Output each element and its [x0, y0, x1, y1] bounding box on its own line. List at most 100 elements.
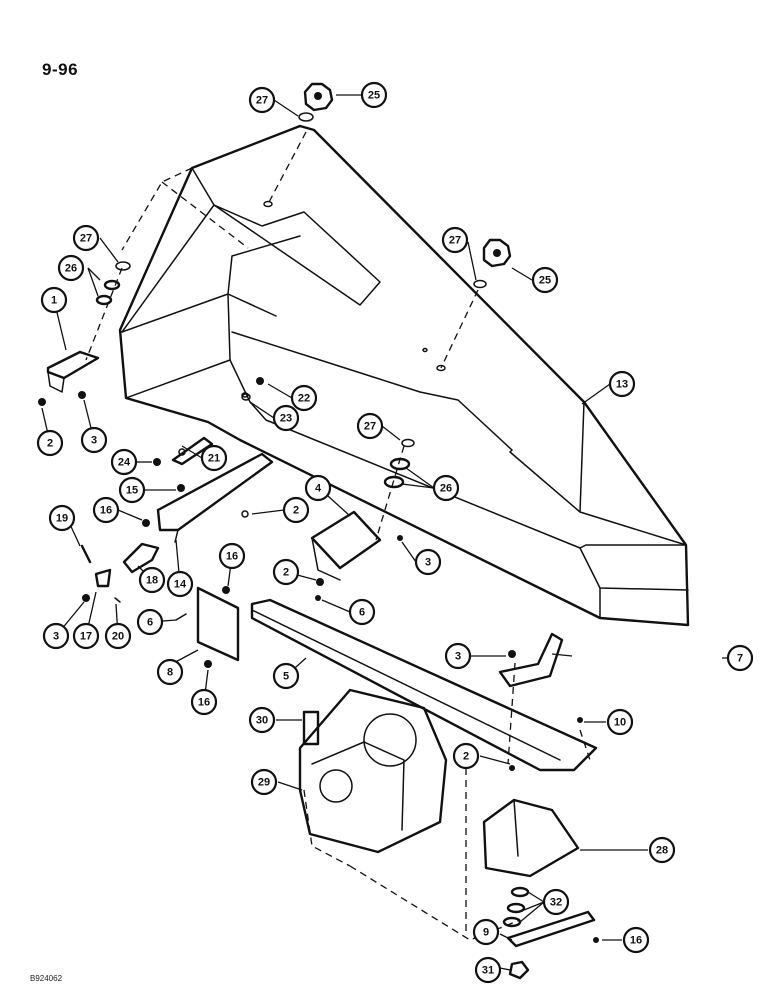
- callout-label: 2: [293, 505, 299, 517]
- callout-17: 17: [72, 622, 100, 650]
- callout-32: 32: [542, 888, 570, 916]
- callout-circle: [80, 426, 108, 454]
- callout-28: 28: [648, 836, 676, 864]
- callout-label: 4: [315, 483, 322, 495]
- callout-27: 27: [72, 224, 100, 252]
- callout-circle: [72, 622, 100, 650]
- callout-label: 28: [656, 845, 668, 857]
- page-number: 9-96: [42, 60, 79, 79]
- callout-20: 20: [104, 622, 132, 650]
- callout-label: 22: [298, 393, 310, 405]
- callout-label: 16: [100, 505, 112, 517]
- callout-label: 14: [174, 579, 187, 591]
- callout-circle: [348, 598, 376, 626]
- callout-label: 2: [47, 438, 53, 450]
- callout-circle: [648, 836, 676, 864]
- callout-label: 27: [80, 233, 92, 245]
- callout-25: 25: [360, 81, 388, 109]
- callout-label: 3: [425, 557, 431, 569]
- callout-circle: [190, 688, 218, 716]
- callout-circle: [118, 476, 146, 504]
- callout-3: 3: [42, 622, 70, 650]
- callout-circle: [272, 404, 300, 432]
- callout-label: 24: [118, 457, 131, 469]
- callout-label: 3: [53, 631, 59, 643]
- callout-label: 27: [256, 95, 268, 107]
- callout-label: 17: [80, 631, 92, 643]
- callout-label: 16: [226, 551, 238, 563]
- callout-label: 27: [364, 421, 376, 433]
- callout-label: 26: [65, 263, 77, 275]
- callout-3: 3: [414, 548, 442, 576]
- callout-circle: [248, 86, 276, 114]
- callout-25: 25: [531, 266, 559, 294]
- callout-label: 26: [440, 483, 452, 495]
- callout-2: 2: [272, 558, 300, 586]
- callout-label: 10: [614, 717, 626, 729]
- callout-circle: [282, 496, 310, 524]
- callout-30: 30: [248, 706, 276, 734]
- hardware-parts: [38, 82, 599, 980]
- callout-label: 20: [112, 631, 124, 643]
- callout-label: 16: [198, 697, 210, 709]
- callout-circle: [42, 622, 70, 650]
- callout-27: 27: [356, 412, 384, 440]
- callout-circle: [474, 956, 502, 984]
- callout-label: 6: [147, 617, 153, 629]
- callout-label: 21: [208, 453, 220, 465]
- callout-9: 9: [472, 918, 500, 946]
- callout-22: 22: [290, 384, 318, 412]
- callout-label: 1: [51, 295, 57, 307]
- callout-circle: [250, 768, 278, 796]
- callout-circle: [608, 370, 636, 398]
- callout-24: 24: [110, 448, 138, 476]
- leader-lines: [41, 94, 740, 971]
- callout-26: 26: [57, 254, 85, 282]
- callout-circle: [72, 224, 100, 252]
- callout-circle: [57, 254, 85, 282]
- callout-circle: [542, 888, 570, 916]
- callout-label: 19: [56, 513, 68, 525]
- callout-15: 15: [118, 476, 146, 504]
- callout-label: 6: [359, 607, 365, 619]
- callout-label: 27: [449, 235, 461, 247]
- callout-18: 18: [138, 566, 166, 594]
- callout-circle: [166, 570, 194, 598]
- callout-circle: [304, 474, 332, 502]
- callout-circle: [622, 926, 650, 954]
- callout-circle: [414, 548, 442, 576]
- callout-6: 6: [136, 608, 164, 636]
- callout-circle: [200, 444, 228, 472]
- callout-16: 16: [622, 926, 650, 954]
- callout-3: 3: [444, 642, 472, 670]
- callout-8: 8: [156, 658, 184, 686]
- callout-2: 2: [282, 496, 310, 524]
- callout-29: 29: [250, 768, 278, 796]
- callout-label: 2: [463, 751, 469, 763]
- callout-label: 3: [455, 651, 461, 663]
- hidden-lines: [85, 131, 591, 941]
- callout-14: 14: [166, 570, 194, 598]
- callout-label: 5: [283, 671, 289, 683]
- callout-5: 5: [272, 662, 300, 690]
- callout-label: 25: [368, 90, 380, 102]
- callout-27: 27: [441, 226, 469, 254]
- callout-6: 6: [348, 598, 376, 626]
- callout-circle: [48, 504, 76, 532]
- callout-21: 21: [200, 444, 228, 472]
- callout-label: 30: [256, 715, 268, 727]
- callout-label: 31: [482, 965, 494, 977]
- callout-label: 7: [737, 653, 743, 665]
- figure-code: B924062: [30, 974, 63, 983]
- callout-label: 29: [258, 777, 270, 789]
- callout-circle: [248, 706, 276, 734]
- callout-circle: [606, 708, 634, 736]
- callout-label: 16: [630, 935, 642, 947]
- callout-circle: [40, 286, 68, 314]
- callout-circle: [218, 542, 246, 570]
- callout-circle: [360, 81, 388, 109]
- callout-circle: [290, 384, 318, 412]
- callout-4: 4: [304, 474, 332, 502]
